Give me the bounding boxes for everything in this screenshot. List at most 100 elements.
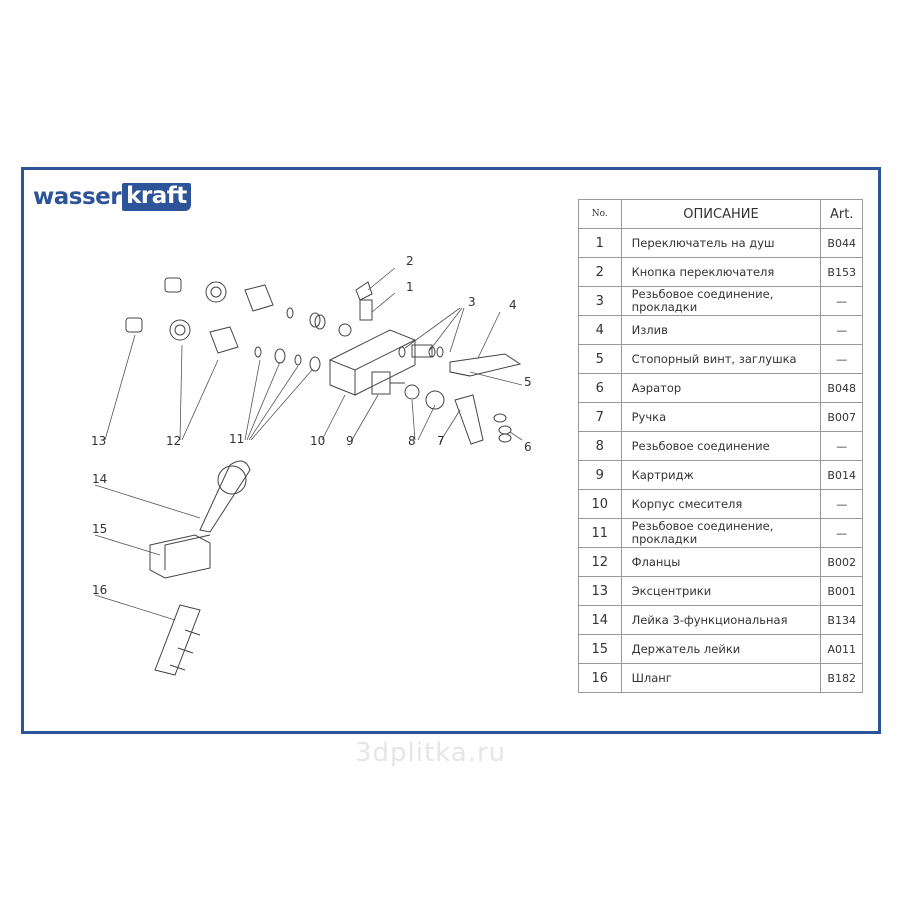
callout-4: 4 <box>509 298 517 312</box>
row-article: B002 <box>820 547 863 577</box>
row-number: 10 <box>578 489 622 519</box>
row-description: Держатель лейки <box>620 634 822 664</box>
diagram-frame <box>21 167 881 734</box>
callout-16: 16 <box>92 583 108 597</box>
row-description: Стопорный винт, заглушка <box>620 344 822 374</box>
part-spout <box>449 353 522 377</box>
row-number: 6 <box>578 373 622 403</box>
row-number: 1 <box>578 228 622 258</box>
row-number: 9 <box>578 460 622 490</box>
row-article: — <box>820 431 863 461</box>
leader-lines <box>94 267 523 621</box>
row-description: Резьбовое соединение, прокладки <box>620 518 822 548</box>
callout-9: 9 <box>346 434 354 448</box>
callout-10: 10 <box>310 434 326 448</box>
row-number: 13 <box>578 576 622 606</box>
callout-8: 8 <box>408 434 416 448</box>
row-number: 8 <box>578 431 622 461</box>
row-article: B014 <box>820 460 863 490</box>
table-header-row: No. ОПИСАНИЕ Art. <box>578 199 863 229</box>
row-article: — <box>820 344 863 374</box>
header-description: ОПИСАНИЕ <box>620 199 822 229</box>
row-number: 15 <box>578 634 622 664</box>
part-flanges <box>169 281 274 354</box>
row-number: 12 <box>578 547 622 577</box>
row-number: 5 <box>578 344 622 374</box>
watermark: 3dplitka.ru <box>355 738 507 768</box>
row-article: B007 <box>820 402 863 432</box>
callout-12: 12 <box>166 434 182 448</box>
part-holder <box>149 534 211 579</box>
row-number: 3 <box>578 286 622 316</box>
part-seals-3 <box>398 344 444 358</box>
part-shower-head <box>199 460 251 533</box>
row-description: Картридж <box>620 460 822 490</box>
part-aerator <box>493 413 512 443</box>
callout-2: 2 <box>406 254 414 268</box>
row-number: 2 <box>578 257 622 287</box>
row-description: Переключатель на душ <box>620 228 822 258</box>
callout-14: 14 <box>92 472 108 486</box>
part-eccentrics <box>125 277 182 333</box>
row-number: 14 <box>578 605 622 635</box>
row-description: Лейка 3-функциональная <box>620 605 822 635</box>
part-cartridge <box>371 371 405 395</box>
callout-13: 13 <box>91 434 107 448</box>
row-number: 11 <box>578 518 622 548</box>
row-description: Корпус смесителя <box>620 489 822 519</box>
callout-6: 6 <box>524 440 532 454</box>
row-description: Фланцы <box>620 547 822 577</box>
logo-text-kraft: kraft <box>122 183 191 211</box>
part-body <box>328 323 417 396</box>
part-threads-8 <box>404 384 445 410</box>
header-art: Art. <box>820 199 863 229</box>
row-article: B134 <box>820 605 863 635</box>
logo-text-wasser: wasser <box>33 184 122 210</box>
row-description: Резьбовое соединение, прокладки <box>620 286 822 316</box>
row-description: Эксцентрики <box>620 576 822 606</box>
row-article: — <box>820 286 863 316</box>
row-article: B153 <box>820 257 863 287</box>
row-article: B044 <box>820 228 863 258</box>
part-hose <box>154 604 201 676</box>
header-no: No. <box>578 199 622 229</box>
row-article: B001 <box>820 576 863 606</box>
part-switch <box>355 281 373 321</box>
row-description: Ручка <box>620 402 822 432</box>
row-description: Аэратор <box>620 373 822 403</box>
row-article: — <box>820 315 863 345</box>
callout-11: 11 <box>229 432 245 446</box>
callout-1: 1 <box>406 280 414 294</box>
row-number: 16 <box>578 663 622 693</box>
row-number: 7 <box>578 402 622 432</box>
callout-7: 7 <box>437 434 445 448</box>
row-article: A011 <box>820 634 863 664</box>
row-description: Шланг <box>620 663 822 693</box>
row-article: — <box>820 489 863 519</box>
row-description: Резьбовое соединение <box>620 431 822 461</box>
callout-3: 3 <box>468 295 476 309</box>
callout-5: 5 <box>524 375 532 389</box>
row-article: — <box>820 518 863 548</box>
row-article: B182 <box>820 663 863 693</box>
row-description: Кнопка переключателя <box>620 257 822 287</box>
row-description: Излив <box>620 315 822 345</box>
